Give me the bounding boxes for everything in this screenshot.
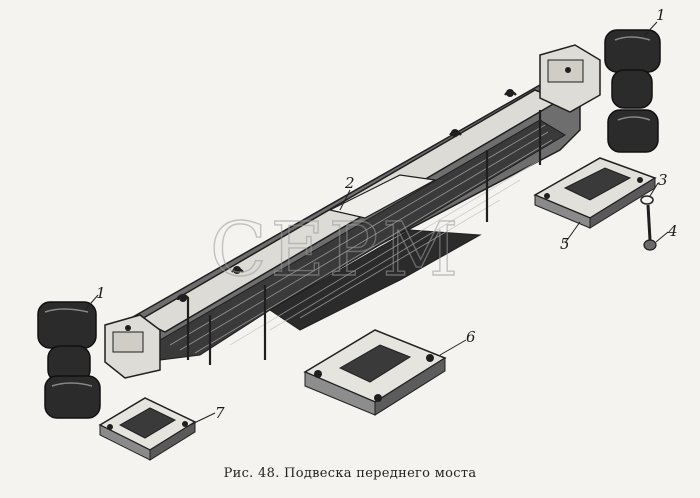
leaf-spring bbox=[104, 44, 601, 379]
washer bbox=[640, 195, 654, 205]
callout-3: 3 bbox=[658, 171, 668, 189]
callout-7: 7 bbox=[215, 404, 225, 422]
callout-1-left: 1 bbox=[96, 284, 106, 302]
watermark: CEPM bbox=[210, 207, 462, 293]
callout-1-top: 1 bbox=[656, 6, 666, 24]
leader-lines bbox=[84, 21, 669, 426]
bracket-part-5 bbox=[533, 157, 657, 229]
callout-6: 6 bbox=[466, 328, 476, 346]
bolt bbox=[643, 204, 657, 251]
callout-4: 4 bbox=[667, 222, 678, 240]
rubber-cushion-top bbox=[604, 29, 661, 153]
figure-caption: Рис. 48. Подвеска переднего моста bbox=[223, 466, 477, 481]
callout-2: 2 bbox=[344, 174, 355, 192]
plate-part-6 bbox=[303, 329, 447, 416]
bracket-part-7 bbox=[98, 397, 197, 461]
callout-5: 5 bbox=[560, 235, 570, 253]
rubber-cushion-left bbox=[37, 301, 101, 419]
